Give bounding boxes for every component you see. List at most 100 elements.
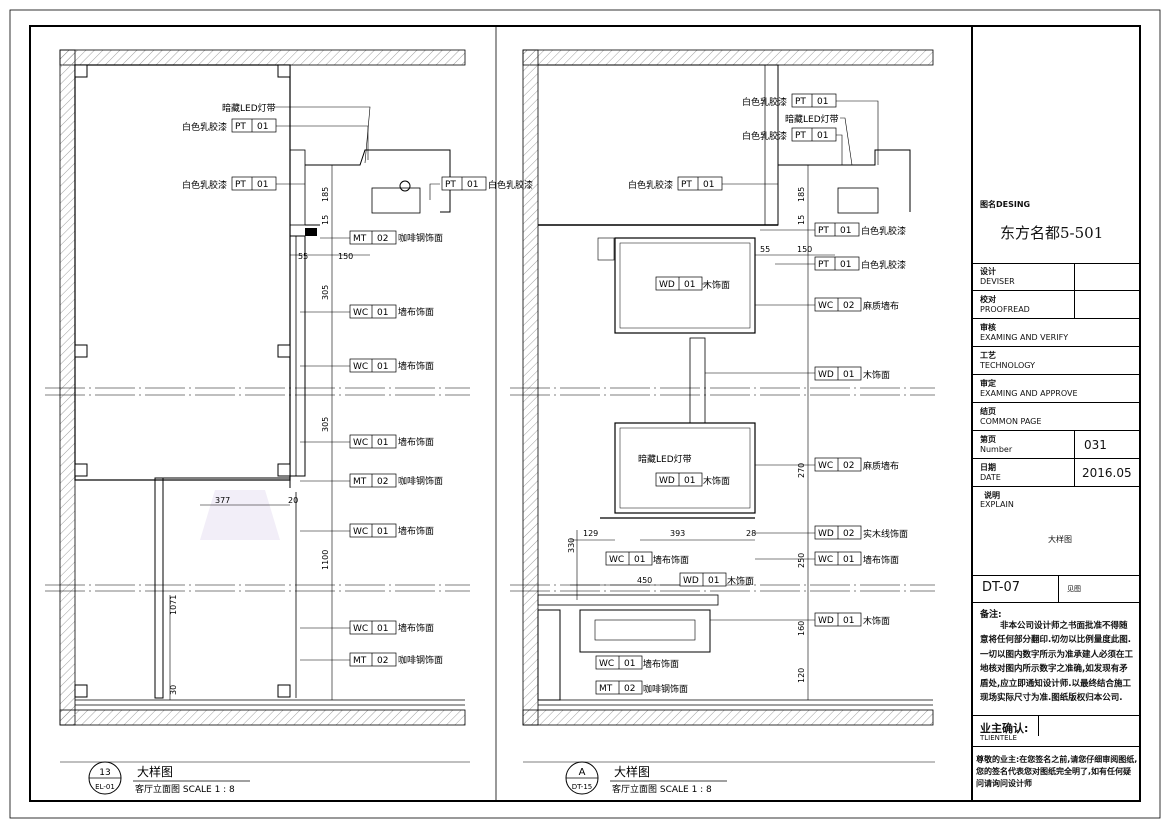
right-label-text-6: 木饰面 <box>703 279 730 291</box>
left-label-text-5: 墙布饰面 <box>398 306 434 318</box>
right-bubble-bottom: DT-15 <box>572 783 592 791</box>
right-label-text-17: 墙布饰面 <box>643 658 679 670</box>
right-label-num-8: 01 <box>843 370 854 380</box>
tb-client-cn: 业主确认: <box>980 722 1029 735</box>
tb-explain-value: 大样图 <box>1048 535 1072 544</box>
right-drawing: 185 15 55 150 270 250 160 120 129 330 39… <box>510 49 935 726</box>
left-label-text-6: 墙布饰面 <box>398 360 434 372</box>
tb-notes-text: 非本公司设计师之书面批准不得随意将任何部分翻印.切勿以比例量度此图.一切以图内数… <box>980 621 1134 704</box>
rdim-160: 160 <box>797 621 806 636</box>
left-labels: 暗藏LED灯带 白色乳胶漆 PT 01 白色乳胶漆 PT 01 PT 01 白色… <box>182 102 533 667</box>
right-label-code-10: WD <box>659 476 675 486</box>
tb-notes-title: 备注: <box>980 610 1002 620</box>
left-label-code-5: WC <box>353 308 368 318</box>
left-label-code-7: WC <box>353 438 368 448</box>
right-label-text-0: 白色乳胶漆 <box>742 96 787 108</box>
right-label-code-2: PT <box>795 131 806 141</box>
tb-row-4: 审定 EXAMING AND APPROVE <box>972 375 1140 403</box>
left-label-code-8: MT <box>353 477 367 487</box>
right-label-code-3: PT <box>681 180 692 190</box>
tb-project-name: 东方名都5-501 <box>1000 224 1104 242</box>
tb-row-1-en: PROOFREAD <box>980 305 1030 314</box>
tb-row-0: 设计 DEVISER <box>972 263 1140 291</box>
dim-20: 20 <box>288 496 298 505</box>
tb-date: 2016.05 <box>1082 466 1132 480</box>
dim-15: 15 <box>321 215 330 225</box>
tb-row-6-cn: 第页 <box>980 435 996 444</box>
right-label-num-3: 01 <box>703 180 714 190</box>
right-label-code-18: MT <box>599 684 613 694</box>
right-label-code-16: WD <box>818 616 834 626</box>
right-label-code-7: WC <box>818 301 833 311</box>
tb-notes-row: 备注: 非本公司设计师之书面批准不得随意将任何部分翻印.切勿以比例量度此图.一切… <box>972 603 1140 716</box>
tb-row-3: 工艺 TECHNOLOGY <box>972 347 1140 375</box>
rdim-15: 15 <box>797 215 806 225</box>
outer-border <box>9 9 1161 819</box>
tb-row-6: 第页 Number 031 <box>972 431 1140 459</box>
right-label-num-11: 02 <box>843 461 854 471</box>
right-label-text-14: 墙布饰面 <box>863 554 899 566</box>
rdim-330: 330 <box>567 538 576 553</box>
right-label-code-15: WD <box>683 576 699 586</box>
tb-row-2-en: EXAMING AND VERIFY <box>980 333 1069 342</box>
rdim-270: 270 <box>797 463 806 478</box>
tb-drawing-no-row: DT-07 见图 <box>972 575 1140 603</box>
left-label-num-8: 02 <box>377 477 388 487</box>
right-label-text-3: 白色乳胶漆 <box>628 179 673 191</box>
left-label-num-9: 01 <box>377 527 388 537</box>
tb-drawing-no-note: 见图 <box>1067 585 1081 593</box>
tb-row-7-cn: 日期 <box>980 463 996 472</box>
tb-row-5: 结页 COMMON PAGE <box>972 403 1140 431</box>
tb-explain-cn: 说明 <box>984 491 1000 500</box>
tb-row-1-cn: 校对 <box>980 295 996 304</box>
left-label-text-9: 墙布饰面 <box>398 525 434 537</box>
right-label-num-7: 02 <box>843 301 854 311</box>
tb-row-3-en: TECHNOLOGY <box>980 361 1035 370</box>
dim-1071: 1071 <box>169 595 178 615</box>
right-label-num-17: 01 <box>624 659 635 669</box>
left-label-num-6: 01 <box>377 362 388 372</box>
right-label-code-8: WD <box>818 370 834 380</box>
inner-border <box>29 25 1141 802</box>
right-label-text-15: 木饰面 <box>727 575 754 587</box>
tb-row-5-en: COMMON PAGE <box>980 417 1042 426</box>
tb-row-2-cn: 审核 <box>980 323 996 332</box>
left-label-led: 暗藏LED灯带 <box>222 102 276 114</box>
rdim-129: 129 <box>583 529 598 538</box>
left-wall-slab <box>59 49 76 726</box>
right-label-text-5: 白色乳胶漆 <box>861 259 906 271</box>
tb-row-6-en: Number <box>980 445 1013 454</box>
left-label-num-4: 02 <box>377 234 388 244</box>
tb-row-1: 校对 PROOFREAD <box>972 291 1140 319</box>
left-label-num-2: 01 <box>257 180 268 190</box>
right-label-code-4: PT <box>818 226 829 236</box>
left-title-block: 13 EL-01 大样图 客厅立面图 SCALE 1 : 8 <box>60 761 470 795</box>
right-label-num-4: 01 <box>840 226 851 236</box>
right-label-code-11: WC <box>818 461 833 471</box>
rdim-393: 393 <box>670 529 685 538</box>
left-label-text-8: 咖啡钢饰面 <box>398 475 443 487</box>
right-label-num-12: 02 <box>843 529 854 539</box>
right-label-led-9: 暗藏LED灯带 <box>638 453 692 465</box>
left-label-text-10: 墙布饰面 <box>398 622 434 634</box>
right-label-num-13: 01 <box>634 555 645 565</box>
left-label-num-11: 02 <box>377 656 388 666</box>
left-label-code-6: WC <box>353 362 368 372</box>
right-label-text-11: 麻质墙布 <box>863 460 899 472</box>
right-label-num-5: 01 <box>840 260 851 270</box>
right-label-text-18: 咖啡钢饰面 <box>643 683 688 695</box>
left-label-code-10: WC <box>353 624 368 634</box>
right-label-code-17: WC <box>599 659 614 669</box>
right-label-text-13: 墙布饰面 <box>653 554 689 566</box>
rdim-28: 28 <box>746 529 756 538</box>
right-label-code-0: PT <box>795 97 806 107</box>
tb-row-4-en: EXAMING AND APPROVE <box>980 389 1078 398</box>
left-label-text-11: 咖啡钢饰面 <box>398 654 443 666</box>
left-label-code-4: MT <box>353 234 367 244</box>
right-label-num-10: 01 <box>684 476 695 486</box>
dim-30: 30 <box>169 685 178 695</box>
right-label-code-5: PT <box>818 260 829 270</box>
rdim-150: 150 <box>797 245 812 254</box>
left-label-num-1: 01 <box>257 122 268 132</box>
